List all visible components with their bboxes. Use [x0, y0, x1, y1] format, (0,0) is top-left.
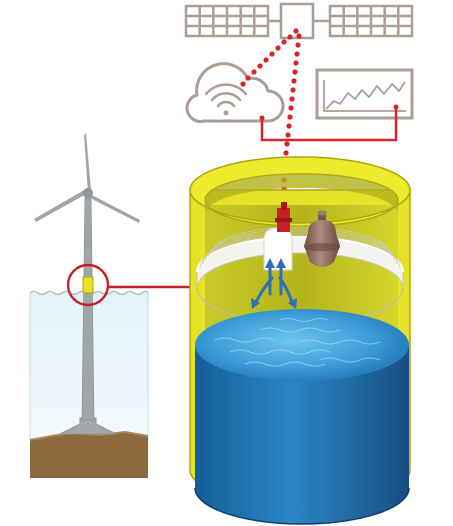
monitor-trend-line — [325, 81, 406, 110]
seabed — [30, 432, 148, 478]
measurement-arrows — [254, 264, 294, 304]
arrow-heads — [251, 258, 297, 309]
chart-monitor-icon — [315, 68, 414, 120]
turbine-hub — [83, 188, 93, 198]
cloud-wifi-icon — [185, 62, 285, 123]
turbine-blade-top — [84, 133, 91, 193]
turbine-blade-left — [34, 189, 88, 222]
water-surface — [195, 309, 409, 381]
water-ripples — [214, 318, 381, 367]
cloud-outline — [185, 62, 285, 123]
level-sensor — [263, 202, 293, 271]
turbine-blade-right — [88, 193, 140, 223]
water-column — [195, 345, 409, 524]
satellite-icon — [184, 2, 414, 40]
wifi-icon — [204, 83, 248, 116]
cloud-monitor-link — [260, 107, 398, 142]
monitor-axes — [323, 80, 406, 112]
turbine-foundation — [59, 417, 117, 435]
sensor-highlight-ring — [66, 263, 110, 307]
turbine-tower — [81, 194, 95, 421]
tank-cutaway-icon — [189, 156, 411, 525]
buoy — [304, 210, 340, 267]
wind-turbine-icon — [29, 133, 200, 478]
tower-sensor — [82, 276, 94, 294]
satellite-cloud-dots — [240, 28, 299, 87]
